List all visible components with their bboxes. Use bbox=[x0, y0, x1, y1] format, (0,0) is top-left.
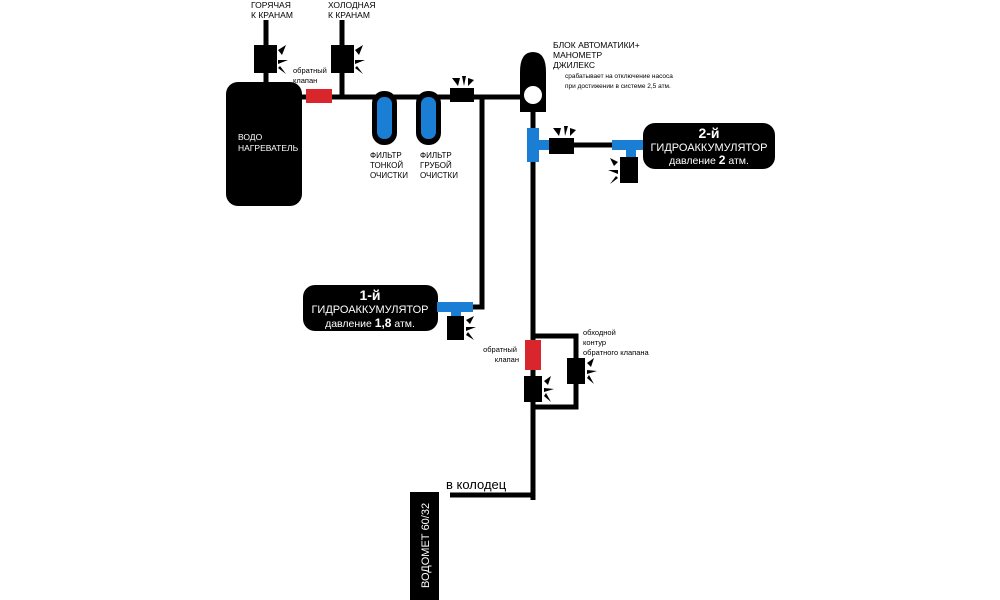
valve-acc1-drain[interactable] bbox=[447, 316, 476, 340]
water-heater bbox=[226, 82, 302, 206]
accumulator-2-name: ГИДРОАККУМУЛЯТОР bbox=[650, 142, 767, 154]
hot-tap-valve[interactable] bbox=[254, 45, 288, 74]
automation-unit bbox=[520, 52, 546, 112]
pipe-to-acc1 bbox=[470, 97, 485, 310]
filter-coarse-label: ФИЛЬТР ГРУБОЙ ОЧИСТКИ bbox=[420, 151, 458, 180]
automation-unit-label: БЛОК АВТОМАТИКИ+ МАНОМЕТР ДЖИЛЕКС bbox=[553, 40, 642, 70]
accumulator-2-number: 2-й bbox=[698, 125, 719, 141]
accumulator-1-number: 1-й bbox=[359, 287, 380, 303]
accumulator-2 bbox=[643, 123, 775, 169]
tee-fitting-acc1 bbox=[437, 302, 473, 318]
accumulator-1-name: ГИДРОАККУМУЛЯТОР bbox=[311, 304, 428, 316]
water-heater-label: ВОДО НАГРЕВАТЕЛЬ bbox=[238, 132, 299, 153]
automation-note: срабатывает на отключение насоса при дос… bbox=[565, 72, 675, 90]
check-valve-top-label: обратный клапан bbox=[293, 66, 329, 85]
valve-bypass[interactable] bbox=[567, 358, 597, 384]
check-valve-bottom-label: обратный клапан bbox=[483, 345, 519, 364]
filter-fine-label: ФИЛЬТР ТОНКОЙ ОЧИСТКИ bbox=[370, 151, 408, 180]
valve-acc2-drain[interactable] bbox=[608, 157, 638, 184]
accumulator-1-pressure: давление 1,8 атм. bbox=[325, 316, 415, 330]
pump-label: ВОДОМЕТ 60/32 bbox=[420, 503, 432, 588]
pressure-gauge bbox=[524, 86, 542, 104]
shutoff-valve-main[interactable] bbox=[450, 76, 474, 102]
bypass-label: обходной контур обратного клапана bbox=[583, 328, 650, 357]
cold-to-taps-label: ХОЛОДНАЯ К КРАНАМ bbox=[328, 0, 378, 20]
accumulator-1 bbox=[303, 285, 438, 331]
pump bbox=[410, 492, 439, 600]
filter-fine bbox=[372, 91, 397, 145]
check-valve-bottom bbox=[525, 340, 541, 370]
hot-to-taps-label: ГОРЯЧАЯ К КРАНАМ bbox=[251, 0, 293, 20]
filter-coarse bbox=[416, 91, 441, 145]
valve-main-lower[interactable] bbox=[524, 376, 554, 402]
tee-fitting-acc2-end bbox=[612, 140, 646, 158]
to-well-label: в колодец bbox=[446, 477, 507, 492]
valve-acc2-line[interactable] bbox=[549, 126, 576, 154]
accumulator-2-pressure: давление 2 атм. bbox=[669, 153, 749, 167]
check-valve-top bbox=[306, 89, 332, 103]
cold-tap-valve[interactable] bbox=[331, 45, 365, 74]
tee-fitting-acc2 bbox=[527, 128, 549, 162]
